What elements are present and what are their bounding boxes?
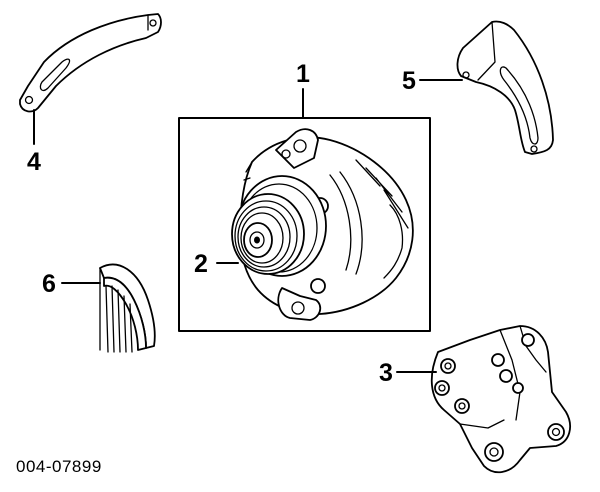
belt-part <box>99 263 156 353</box>
callout-6: 6 <box>42 270 56 298</box>
upper-bracket-part <box>456 20 554 155</box>
callout-2: 2 <box>194 250 208 278</box>
callout-5: 5 <box>402 67 416 95</box>
figure-number: 004-07899 <box>16 457 102 476</box>
callout-4: 4 <box>27 148 41 176</box>
callout-1: 1 <box>296 60 310 88</box>
brace-part <box>19 13 162 113</box>
alternator-frame <box>178 117 431 332</box>
lower-bracket-part <box>430 325 571 474</box>
pulley-part <box>231 193 305 275</box>
callout-3: 3 <box>379 359 393 387</box>
alternator-part <box>231 128 414 321</box>
